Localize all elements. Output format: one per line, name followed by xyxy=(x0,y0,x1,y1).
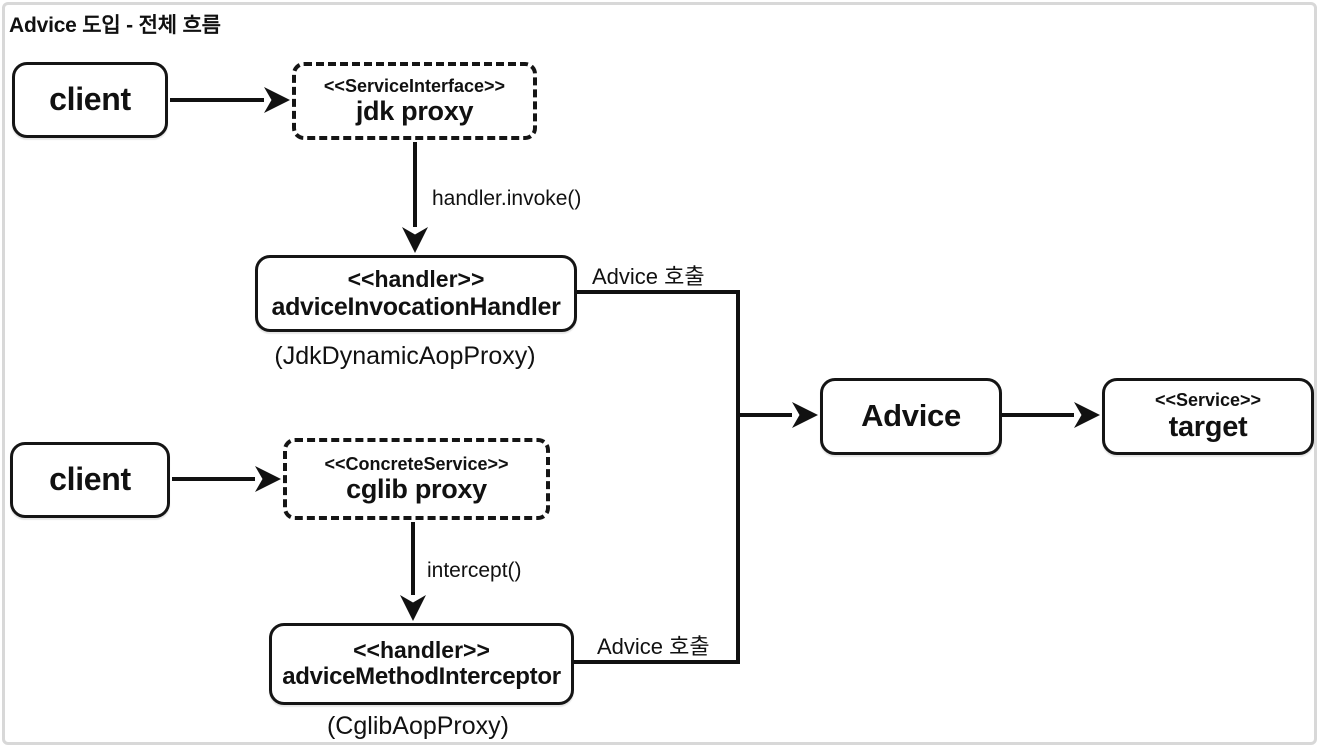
edge-label-advice-call-bottom: Advice 호출 xyxy=(597,634,710,659)
node-target-stereotype: <<Service>> xyxy=(1154,389,1262,410)
node-advice-method-interceptor-label: adviceMethodInterceptor xyxy=(282,662,561,690)
node-advice-method-interceptor: <<handler>> adviceMethodInterceptor xyxy=(269,623,574,705)
caption-cglib-aop-proxy: (CglibAopProxy) xyxy=(326,712,509,740)
node-client-top: client xyxy=(12,62,168,138)
diagram-title: Advice 도입 - 전체 흐름 xyxy=(9,14,221,37)
node-advice-invocation-handler-stereotype: <<handler>> xyxy=(347,266,485,293)
node-jdk-proxy-stereotype: <<ServiceInterface>> xyxy=(323,75,506,96)
node-target-label: target xyxy=(1168,410,1248,443)
node-cglib-proxy-stereotype: <<ConcreteService>> xyxy=(324,453,509,474)
node-target: <<Service>> target xyxy=(1102,378,1314,455)
node-advice-invocation-handler-label: adviceInvocationHandler xyxy=(271,292,561,321)
edge-label-intercept: intercept() xyxy=(427,559,522,582)
node-advice-invocation-handler: <<handler>> adviceInvocationHandler xyxy=(255,255,577,332)
node-advice: Advice xyxy=(820,378,1002,455)
edge-label-advice-call-top: Advice 호출 xyxy=(592,264,705,289)
node-jdk-proxy-label: jdk proxy xyxy=(355,96,474,127)
node-advice-label: Advice xyxy=(861,398,961,434)
edge-label-handler-invoke: handler.invoke() xyxy=(432,187,582,210)
node-client-bottom: client xyxy=(10,442,170,518)
node-advice-method-interceptor-stereotype: <<handler>> xyxy=(353,637,490,664)
node-client-bottom-label: client xyxy=(49,461,131,498)
node-cglib-proxy-label: cglib proxy xyxy=(346,474,487,505)
edge-handlers-junction-line xyxy=(571,290,740,664)
caption-jdk-dynamic-aop-proxy: (JdkDynamicAopProxy) xyxy=(274,342,536,370)
diagram-frame xyxy=(2,2,1317,745)
node-client-top-label: client xyxy=(49,81,131,118)
node-cglib-proxy: <<ConcreteService>> cglib proxy xyxy=(283,438,550,520)
node-jdk-proxy: <<ServiceInterface>> jdk proxy xyxy=(292,62,537,140)
